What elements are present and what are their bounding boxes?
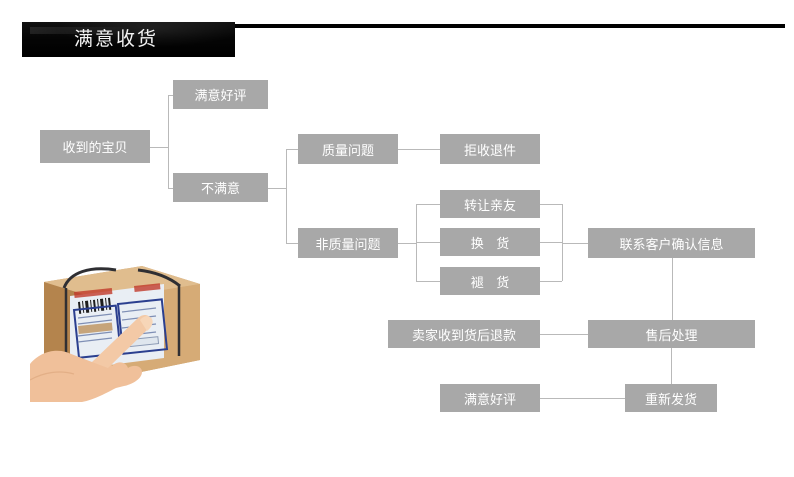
edge-return-merge — [540, 281, 562, 282]
edge-received-unsatisfied — [168, 187, 173, 189]
edge-aftersales-refund — [540, 334, 588, 335]
flow-node-nonquality: 非质量问题 — [298, 228, 398, 258]
edge-received-split — [168, 94, 169, 188]
flow-node-contact-confirm: 联系客户确认信息 — [588, 228, 755, 258]
edge-merge-contact — [562, 243, 588, 244]
edge-nonquality-trunk — [398, 243, 416, 244]
edge-unsatisfied-trunk — [268, 187, 286, 189]
flow-node-reship: 重新发货 — [625, 384, 717, 412]
edge-received-satisfied — [168, 94, 173, 96]
flow-node-received: 收到的宝贝 — [40, 130, 150, 163]
parcel-icon — [29, 266, 200, 402]
edge-reship-satisfied — [540, 398, 625, 399]
flow-node-seller-refund: 卖家收到货后退款 — [388, 320, 540, 348]
parcel-with-hand-illustration — [29, 252, 208, 402]
edge-transfer-merge — [540, 204, 562, 205]
banner-sheen — [30, 27, 126, 34]
flow-node-unsatisfied: 不满意 — [173, 173, 268, 202]
edge-nonquality-return — [416, 281, 440, 282]
flow-node-quality-issue: 质量问题 — [298, 134, 398, 164]
edge-nonquality-transfer — [416, 204, 440, 205]
flow-node-reject-return: 拒收退件 — [440, 134, 540, 164]
edge-unsatisfied-quality — [286, 149, 298, 150]
edge-unsatisfied-split — [286, 149, 287, 243]
edge-exchange-merge — [540, 242, 562, 243]
header-rule — [232, 24, 785, 28]
flow-node-return-goods: 褪 货 — [440, 267, 540, 295]
edge-received-trunk — [150, 146, 168, 148]
header-banner: 满意收货 — [22, 22, 235, 57]
edge-unsatisfied-nonquality — [286, 243, 298, 244]
flow-node-after-sales: 售后处理 — [588, 320, 755, 348]
flow-node-satisfied: 满意好评 — [173, 80, 268, 109]
flow-node-satisfied-2: 满意好评 — [440, 384, 540, 412]
edge-nonquality-exchange — [416, 242, 440, 243]
edge-quality-reject — [398, 149, 440, 150]
flow-node-exchange: 换 货 — [440, 228, 540, 256]
page-title: 满意收货 — [74, 28, 159, 50]
edge-aftersales-reship — [671, 348, 672, 384]
edge-merge-trunk — [562, 204, 563, 281]
edge-contact-aftersales — [671, 258, 673, 320]
flow-node-transfer: 转让亲友 — [440, 190, 540, 218]
